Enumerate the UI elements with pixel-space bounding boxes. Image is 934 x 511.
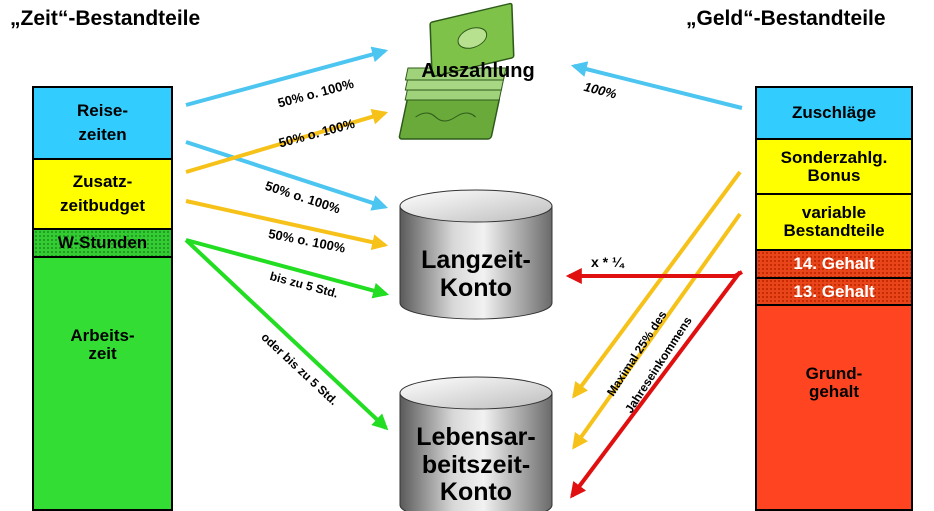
time-components-heading: „Zeit“-Bestandteile [10,7,201,30]
money-components-heading: „Geld“-Bestandteile [686,7,886,30]
surcharges-box: Zuschläge [757,88,911,140]
arrow-travel-to-longterm [185,140,389,211]
arrow-surcharges-to-payout [570,61,743,110]
variable-components-box: variable Bestandteile [757,195,911,251]
working-time-box: Arbeits- zeit [34,258,171,509]
base-salary-box: Grund- gehalt [757,306,911,509]
arrow-w-to-longterm [185,238,390,299]
life-working-time-account-icon [399,376,553,511]
travel-time-box: Reise- zeiten [34,88,171,160]
arrow-salaries-to-life [570,270,742,499]
arrow-budget-to-payout [185,108,389,174]
arrow-w-to-life [184,238,389,431]
life-working-time-account-label: Lebensar- beitszeit- Konto [416,423,536,506]
long-term-account-icon [399,189,553,320]
long-term-account-label: Langzeit- Konto [421,246,531,302]
arrow-travel-to-payout [185,46,389,107]
additional-time-budget-box: Zusatz- zeitbudget [34,160,171,230]
payout-label: Auszahlung [421,60,535,82]
arrow-budget-to-longterm [185,199,389,251]
14th-salary-box: 14. Gehalt [757,251,911,279]
w-hours-box: W-Stunden [34,230,171,258]
special-payment-bonus-box: Sonderzahlg. Bonus [757,140,911,195]
money-stack-icon [398,2,515,140]
arrow-bonus-to-life [572,170,742,399]
arrow-variable-to-life [572,212,742,450]
13th-salary-box: 13. Gehalt [757,279,911,306]
money-components-column: Zuschläge Sonderzahlg. Bonus variable Be… [755,86,913,511]
quarter-share-label: x * ¼ [591,254,624,270]
arrow-salaries-to-longterm [565,268,743,284]
time-components-column: Reise- zeiten Zusatz- zeitbudget W-Stund… [32,86,173,511]
